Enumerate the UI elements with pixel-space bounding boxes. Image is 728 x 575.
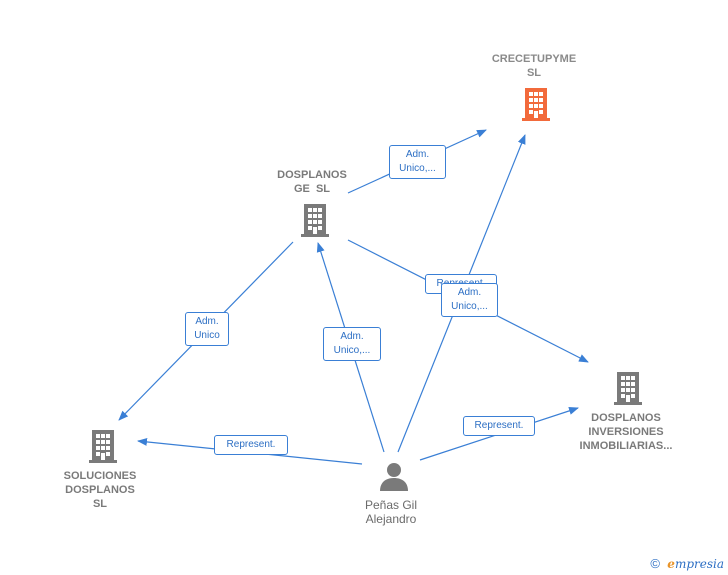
copyright-icon: © bbox=[650, 556, 660, 571]
empresia-logo[interactable]: © empresia bbox=[650, 556, 724, 571]
node-label-dosplanos-inversiones[interactable]: DOSPLANOS INVERSIONES INMOBILIARIAS... bbox=[579, 412, 673, 452]
edge-label-person-to-soluciones[interactable]: Represent. bbox=[214, 435, 288, 455]
person-icon[interactable] bbox=[378, 460, 410, 492]
edge-label-person-to-crece[interactable]: Adm. Unico,... bbox=[441, 283, 498, 317]
building-icon[interactable] bbox=[87, 428, 119, 464]
node-label-dosplanos-ge[interactable]: DOSPLANOS GE SL bbox=[277, 169, 347, 195]
edge-label-ge-to-soluciones[interactable]: Adm. Unico bbox=[185, 312, 229, 346]
brand-name: empresia bbox=[667, 557, 724, 571]
edge-label-person-to-inversiones[interactable]: Represent. bbox=[463, 416, 535, 436]
edge-label-ge-to-crece[interactable]: Adm. Unico,... bbox=[389, 145, 446, 179]
node-label-crecetupyme[interactable]: CRECETUPYME SL bbox=[491, 53, 577, 79]
edge-label-person-to-ge[interactable]: Adm. Unico,... bbox=[323, 327, 381, 361]
node-label-soluciones-dosplanos[interactable]: SOLUCIONES DOSPLANOS SL bbox=[63, 470, 137, 510]
building-icon[interactable] bbox=[520, 86, 552, 122]
building-icon[interactable] bbox=[299, 202, 331, 238]
node-label-person[interactable]: Peñas Gil Alejandro bbox=[364, 498, 418, 526]
building-icon[interactable] bbox=[612, 370, 644, 406]
